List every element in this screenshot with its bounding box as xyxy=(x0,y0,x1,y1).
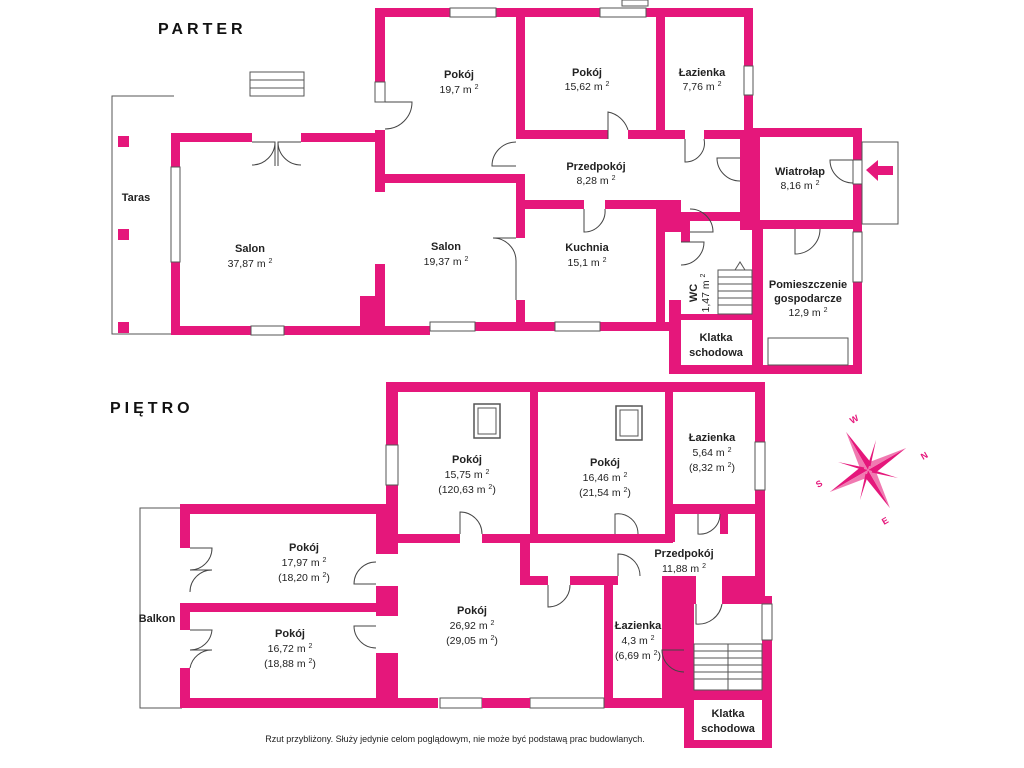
svg-text:WC: WC xyxy=(688,284,700,302)
svg-text:Łazienka: Łazienka xyxy=(689,432,736,444)
upper-doors xyxy=(189,511,723,673)
ground-doors xyxy=(251,101,854,300)
svg-text:37,87 m 2: 37,87 m 2 xyxy=(228,258,273,270)
svg-text:Pomieszczenie: Pomieszczenie xyxy=(769,279,847,291)
upper-floor-title: PIĘTRO xyxy=(110,400,194,417)
svg-text:Łazienka: Łazienka xyxy=(679,67,726,79)
svg-text:12,9 m 2: 12,9 m 2 xyxy=(789,307,828,319)
disclaimer-text: Rzut przybliżony. Służy jedynie celom po… xyxy=(265,734,645,744)
svg-text:Przedpokój: Przedpokój xyxy=(566,161,625,173)
svg-text:Salon: Salon xyxy=(235,243,265,255)
svg-text:26,92 m 2: 26,92 m 2 xyxy=(450,620,495,632)
svg-text:(29,05 m 2): (29,05 m 2) xyxy=(446,635,498,647)
compass-e: E xyxy=(880,515,890,527)
svg-text:Wiatrołap: Wiatrołap xyxy=(775,166,825,178)
svg-text:Taras: Taras xyxy=(122,192,151,204)
ground-walls xyxy=(171,8,862,374)
svg-text:15,62 m 2: 15,62 m 2 xyxy=(565,81,610,93)
svg-text:Pokój: Pokój xyxy=(452,454,482,466)
svg-text:gospodarcze: gospodarcze xyxy=(774,293,842,305)
entrance-arrow-icon xyxy=(866,160,893,181)
svg-text:8,16 m 2: 8,16 m 2 xyxy=(781,180,820,192)
svg-text:19,37 m 2: 19,37 m 2 xyxy=(424,256,469,268)
svg-text:Pokój: Pokój xyxy=(289,542,319,554)
svg-text:Balkon: Balkon xyxy=(139,613,176,625)
svg-text:Przedpokój: Przedpokój xyxy=(654,548,713,560)
upper-stairs xyxy=(693,643,763,691)
svg-text:5,64 m 2: 5,64 m 2 xyxy=(693,447,732,459)
svg-text:1,47 m 2: 1,47 m 2 xyxy=(700,273,712,312)
svg-text:15,75 m 2: 15,75 m 2 xyxy=(445,469,490,481)
svg-text:7,76 m 2: 7,76 m 2 xyxy=(683,81,722,93)
svg-text:Salon: Salon xyxy=(431,241,461,253)
compass-w: W xyxy=(848,413,861,426)
compass-s: S xyxy=(814,478,824,490)
svg-text:(18,20 m 2): (18,20 m 2) xyxy=(278,572,330,584)
terrace-outline xyxy=(111,71,305,335)
balcony-outline xyxy=(139,507,182,709)
svg-text:(8,32 m 2): (8,32 m 2) xyxy=(689,462,735,474)
svg-text:Klatka: Klatka xyxy=(699,332,733,344)
upper-windows xyxy=(385,403,773,709)
svg-text:Łazienka: Łazienka xyxy=(615,620,662,632)
svg-text:15,1 m 2: 15,1 m 2 xyxy=(568,257,607,269)
svg-text:Pokój: Pokój xyxy=(572,67,602,79)
svg-text:Pokój: Pokój xyxy=(275,628,305,640)
svg-text:(21,54 m 2): (21,54 m 2) xyxy=(579,487,631,499)
svg-text:4,3 m 2: 4,3 m 2 xyxy=(621,635,654,647)
svg-text:(6,69 m 2): (6,69 m 2) xyxy=(615,650,661,662)
svg-text:Kuchnia: Kuchnia xyxy=(565,242,609,254)
svg-text:Pokój: Pokój xyxy=(444,69,474,81)
upper-room-labels: Pokój 15,75 m 2 (120,63 m 2) Pokój 16,46… xyxy=(139,432,756,735)
ground-floor-title: PARTER xyxy=(158,21,247,38)
svg-text:Pokój: Pokój xyxy=(590,457,620,469)
svg-text:19,7 m 2: 19,7 m 2 xyxy=(440,84,479,96)
upper-walls xyxy=(180,382,772,748)
svg-text:8,28 m 2: 8,28 m 2 xyxy=(577,175,616,187)
svg-text:16,72 m 2: 16,72 m 2 xyxy=(268,643,313,655)
ground-room-labels: Pokój 19,7 m 2 Pokój 15,62 m 2 Łazienka … xyxy=(122,67,847,359)
ground-windows xyxy=(170,0,899,366)
svg-text:schodowa: schodowa xyxy=(689,347,744,359)
svg-text:11,88 m 2: 11,88 m 2 xyxy=(662,563,706,575)
svg-text:17,97 m 2: 17,97 m 2 xyxy=(282,557,327,569)
ground-stairs xyxy=(717,261,753,315)
svg-text:(18,88 m 2): (18,88 m 2) xyxy=(264,658,316,670)
svg-text:(120,63 m 2): (120,63 m 2) xyxy=(438,484,496,496)
svg-text:schodowa: schodowa xyxy=(701,723,756,735)
svg-text:Pokój: Pokój xyxy=(457,605,487,617)
svg-text:16,46 m 2: 16,46 m 2 xyxy=(583,472,628,484)
compass-n: N xyxy=(919,450,930,462)
compass-rose-icon xyxy=(829,431,907,509)
svg-text:Klatka: Klatka xyxy=(711,708,745,720)
